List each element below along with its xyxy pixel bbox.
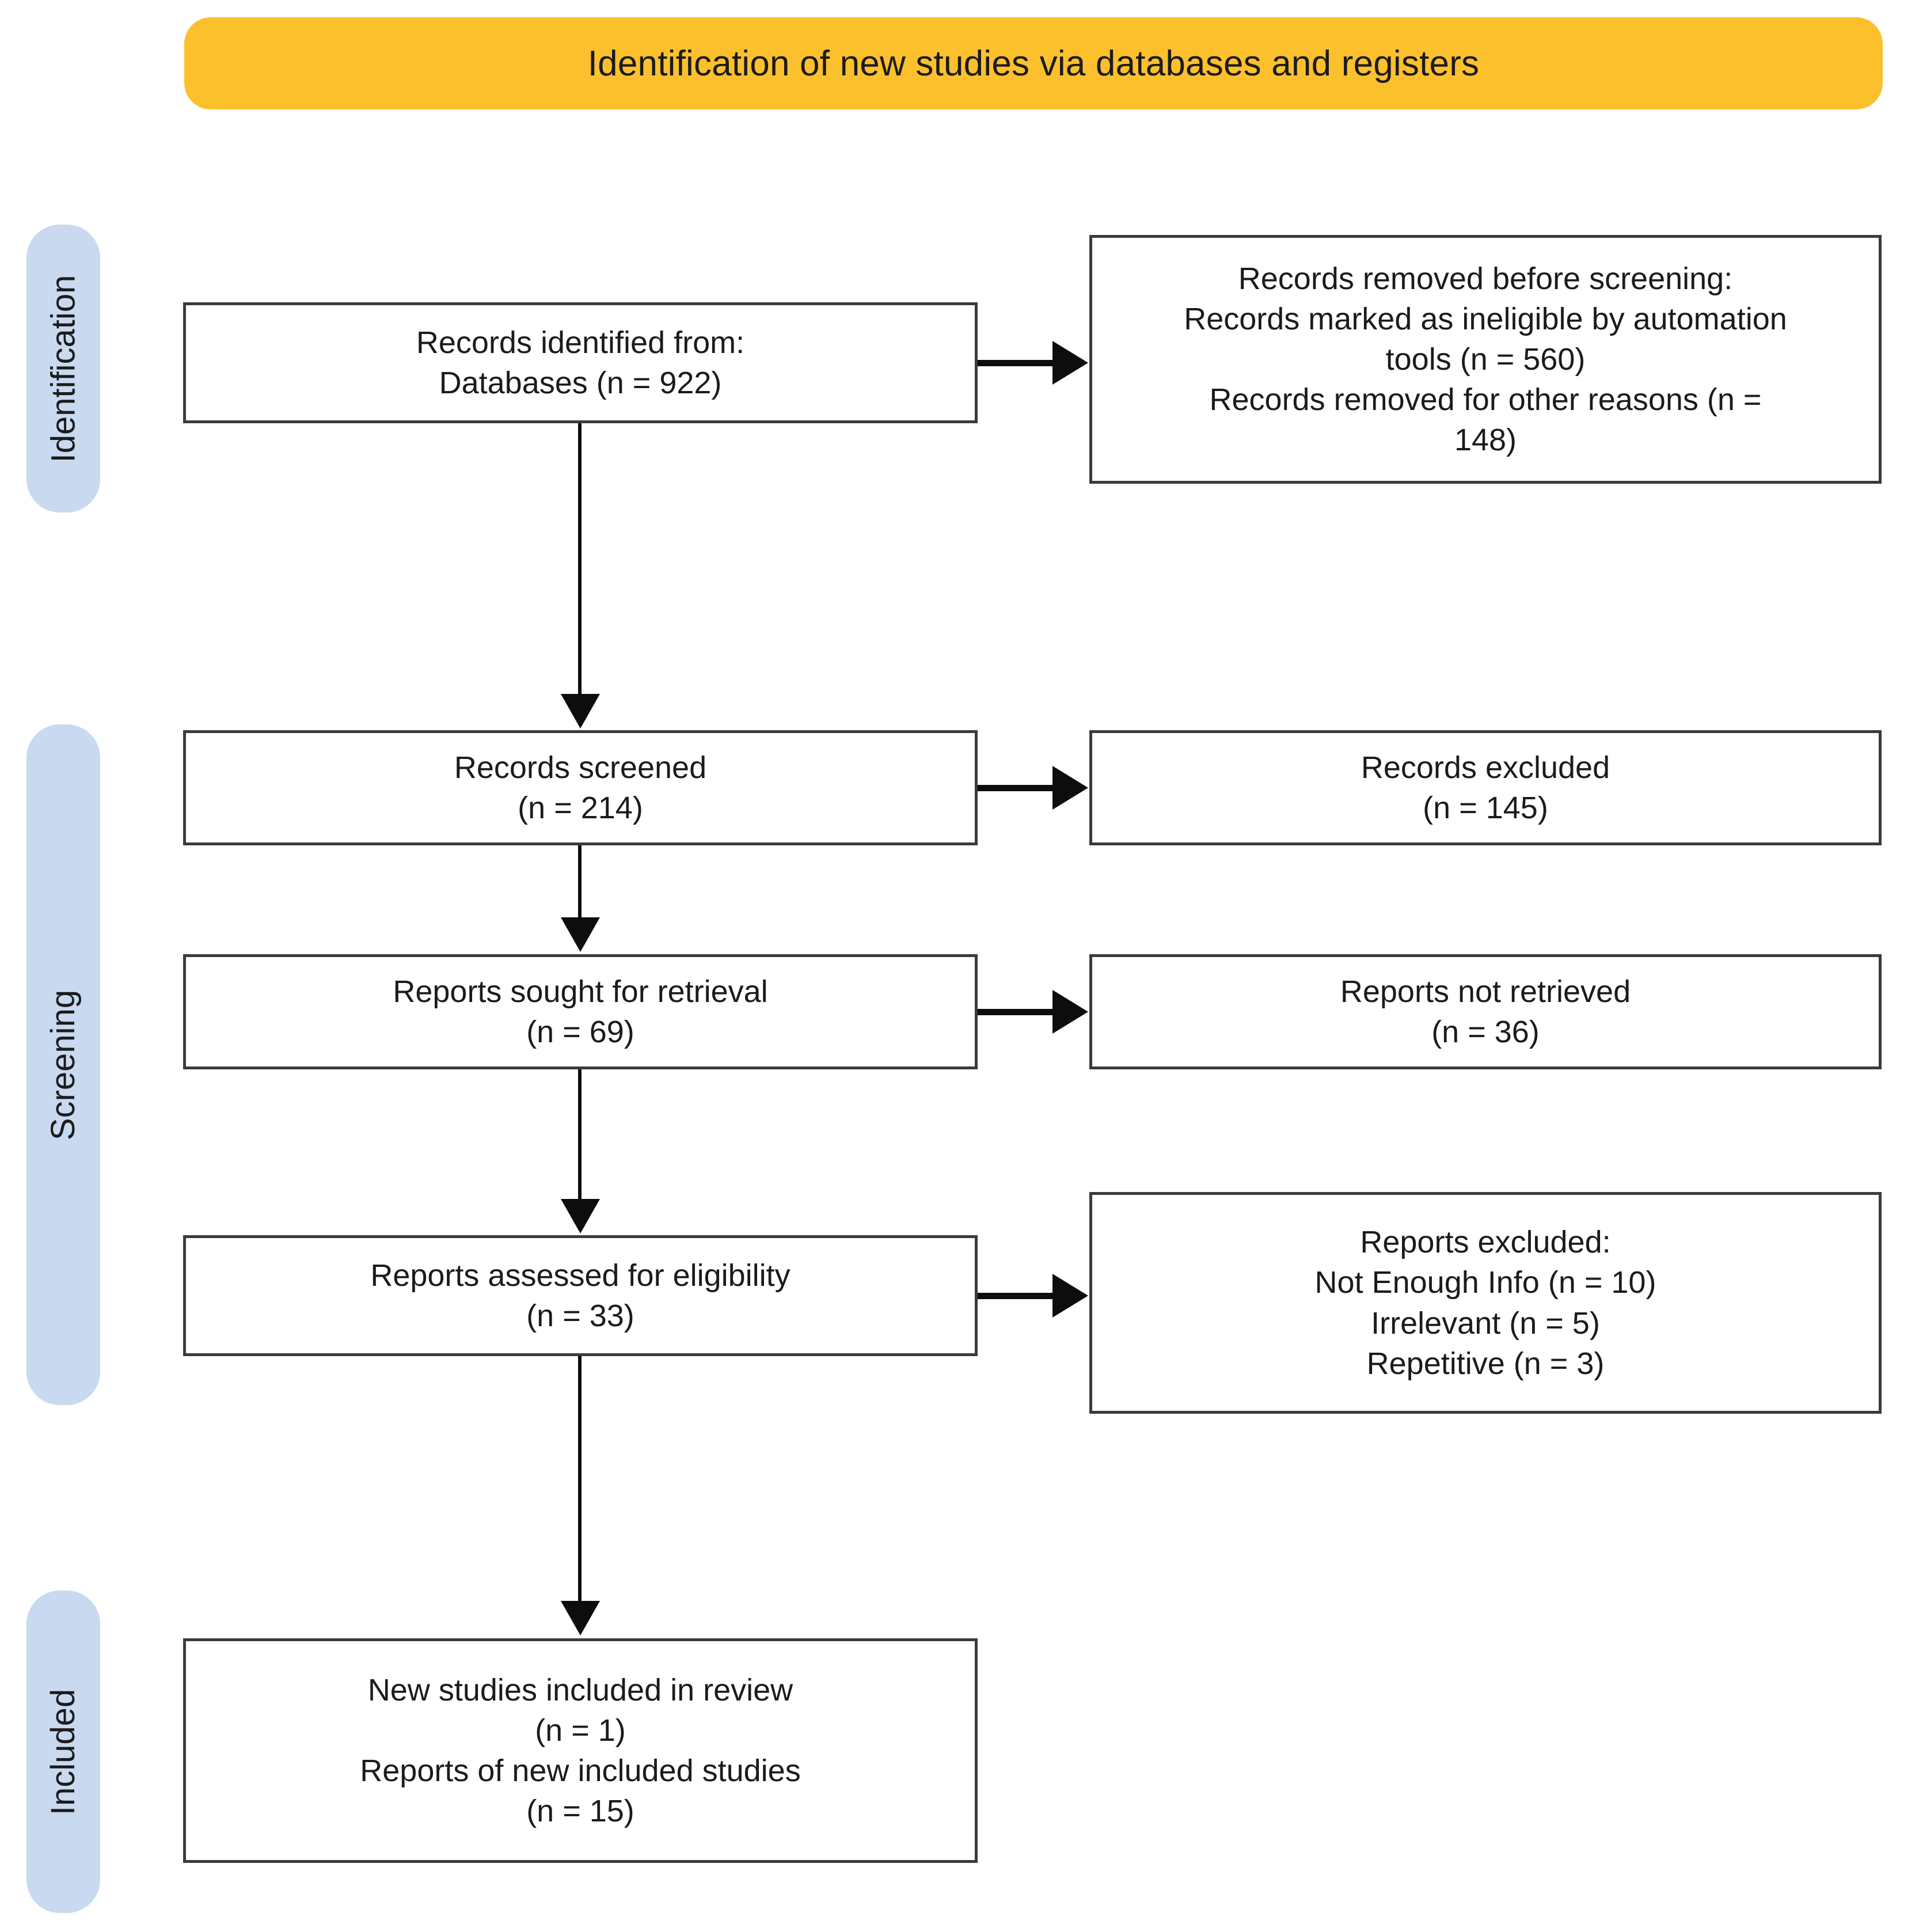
box-records-removed: Records removed before screening: Record… [1089, 235, 1882, 484]
box-reports-excluded-line1: Reports excluded: [1360, 1225, 1611, 1260]
box-records-identified-line2: Databases (n = 922) [439, 366, 722, 400]
box-reports-sought: Reports sought for retrieval (n = 69) [183, 954, 978, 1069]
arrowhead-identified-to-screened [561, 694, 600, 728]
box-reports-assessed: Reports assessed for eligibility (n = 33… [183, 1235, 978, 1356]
stage-label-included-text: Included [44, 1688, 82, 1815]
box-records-identified-line1: Records identified from: [416, 325, 745, 360]
connector-assessed-to-included [578, 1356, 582, 1601]
arrowhead-sought-to-not-retrieved [1052, 990, 1088, 1034]
box-new-studies-included-line1: New studies included in review [367, 1672, 793, 1707]
box-records-excluded-line2: (n = 145) [1423, 791, 1548, 825]
connector-screened-to-excluded [978, 785, 1052, 791]
arrowhead-screened-to-excluded [1052, 766, 1088, 810]
connector-sought-to-assessed [578, 1069, 582, 1199]
connector-sought-to-not-retrieved [978, 1009, 1052, 1015]
box-records-removed-line2: Records marked as ineligible by automati… [1184, 301, 1787, 336]
arrowhead-assessed-to-included [561, 1601, 600, 1635]
box-records-removed-line1: Records removed before screening: [1238, 261, 1733, 296]
box-reports-excluded-reasons: Reports excluded: Not Enough Info (n = 1… [1089, 1192, 1882, 1414]
box-new-studies-included-line3: Reports of new included studies [360, 1753, 801, 1788]
box-reports-not-retrieved-line1: Reports not retrieved [1340, 974, 1631, 1009]
connector-identified-to-screened [578, 423, 582, 694]
box-records-removed-line3: tools (n = 560) [1385, 341, 1586, 377]
arrowhead-sought-to-assessed [561, 1199, 600, 1233]
box-reports-sought-line1: Reports sought for retrieval [393, 974, 768, 1009]
stage-label-included: Included [26, 1591, 100, 1913]
box-reports-excluded-line4: Repetitive (n = 3) [1366, 1346, 1605, 1381]
box-reports-not-retrieved-line2: (n = 36) [1431, 1015, 1540, 1049]
box-reports-assessed-line2: (n = 33) [526, 1299, 634, 1333]
box-reports-sought-line2: (n = 69) [526, 1015, 634, 1049]
box-records-excluded-line1: Records excluded [1361, 750, 1610, 785]
box-records-removed-line5: 148) [1454, 423, 1517, 458]
connector-screened-to-sought [578, 845, 582, 917]
box-new-studies-included-line4: (n = 15) [526, 1794, 634, 1829]
arrowhead-screened-to-sought [561, 917, 600, 952]
connector-assessed-to-reports-excluded [978, 1293, 1052, 1299]
arrowhead-assessed-to-reports-excluded [1052, 1274, 1088, 1318]
stage-label-identification-text: Identification [44, 275, 82, 462]
box-reports-excluded-line2: Not Enough Info (n = 10) [1314, 1265, 1656, 1300]
diagram-title: Identification of new studies via databa… [587, 43, 1480, 83]
stage-label-identification: Identification [26, 225, 100, 513]
box-new-studies-included: New studies included in review (n = 1) R… [183, 1638, 978, 1863]
box-records-screened: Records screened (n = 214) [183, 730, 978, 845]
box-reports-not-retrieved: Reports not retrieved (n = 36) [1089, 954, 1882, 1069]
arrowhead-identified-to-removed [1052, 341, 1088, 385]
box-reports-excluded-line3: Irrelevant (n = 5) [1371, 1305, 1600, 1341]
diagram-header-banner: Identification of new studies via databa… [184, 17, 1883, 109]
box-records-removed-line4: Records removed for other reasons (n = [1209, 382, 1762, 417]
box-records-screened-line2: (n = 214) [518, 791, 643, 825]
connector-identified-to-removed [978, 360, 1052, 366]
stage-label-screening-text: Screening [44, 989, 82, 1140]
box-records-excluded: Records excluded (n = 145) [1089, 730, 1882, 845]
box-reports-assessed-line1: Reports assessed for eligibility [370, 1258, 791, 1293]
stage-label-screening: Screening [26, 724, 100, 1405]
box-records-identified: Records identified from: Databases (n = … [183, 302, 978, 423]
box-records-screened-line1: Records screened [454, 750, 707, 785]
box-new-studies-included-line2: (n = 1) [535, 1713, 626, 1748]
